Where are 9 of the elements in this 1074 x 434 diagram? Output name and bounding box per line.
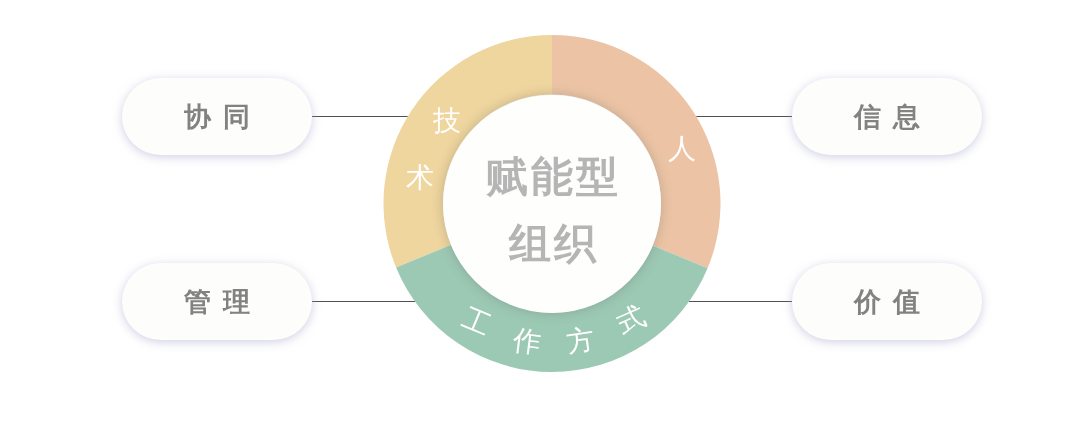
label-pill: 价值 [792,263,982,340]
label-pill: 信息 [792,78,982,155]
connector-line [695,115,793,118]
connector-line [688,300,793,303]
connector-line [311,115,409,118]
label-pill: 协同 [122,78,312,155]
label-pill: 管理 [122,263,312,340]
segment-label: 人 [667,132,696,166]
connector-line [311,300,416,303]
